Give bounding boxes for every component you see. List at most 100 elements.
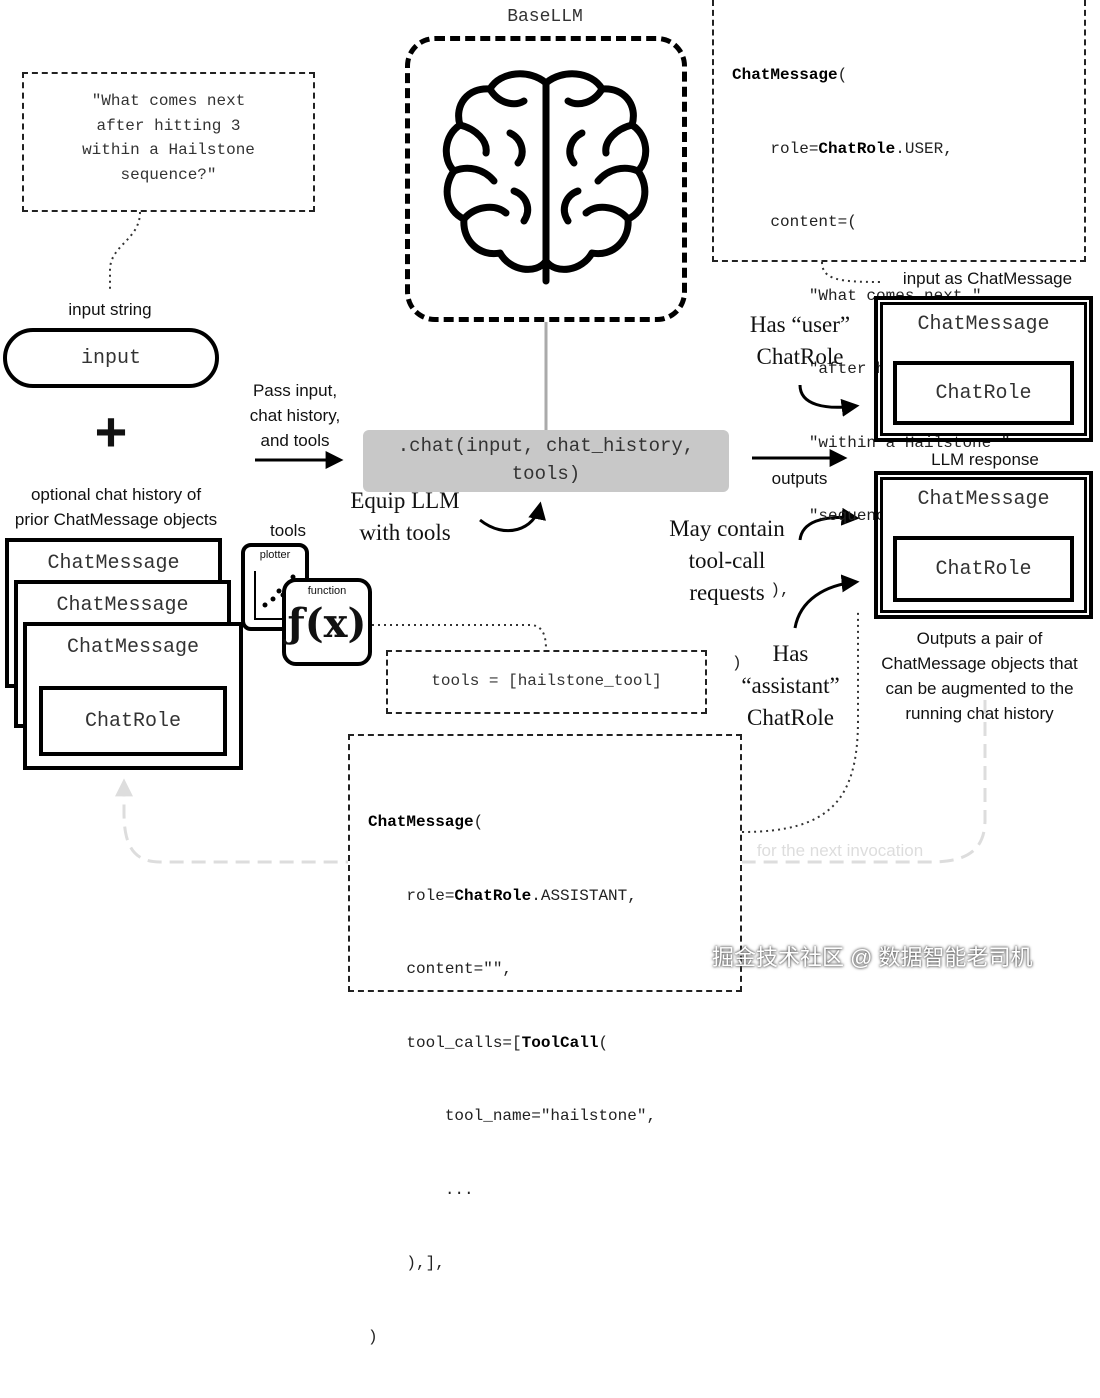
history-message-3: ChatMessage ChatRole (23, 622, 243, 770)
has-user-line: Has “user” (749, 312, 851, 337)
outputs-pair-line: can be augmented to the (885, 679, 1074, 698)
dotted-tools-link (372, 624, 547, 651)
code-line: ) (732, 654, 742, 672)
assistant-message-role: ChatRole (893, 536, 1074, 602)
code-keyword: ChatRole (818, 139, 896, 158)
assistant-message-title: ChatMessage (917, 488, 1050, 511)
plotter-label: plotter (259, 549, 291, 561)
code-text: role= (732, 139, 819, 158)
code-text: ( (837, 66, 848, 84)
code-line: ) (368, 1327, 378, 1346)
may-contain-line: tool-call (688, 548, 766, 573)
tools-label: tools (270, 521, 306, 540)
code-keyword: ChatMessage (732, 66, 838, 84)
outputs-label: outputs (771, 469, 828, 488)
connector-layer (109, 211, 987, 864)
user-message-role: ChatRole (893, 361, 1074, 425)
code-line: role=ChatRole.ASSISTANT, (368, 884, 656, 909)
equip-line: Equip LLM (350, 488, 460, 513)
may-contain-line: May contain (669, 516, 785, 541)
function-label: function (307, 585, 347, 597)
outputs-pair-line: Outputs a pair of (916, 629, 1043, 648)
assistant-message-outer: ChatMessage ChatRole (874, 471, 1093, 619)
chat-call-line: tools) (511, 463, 581, 485)
input-pill: input (3, 328, 219, 388)
code-keyword: ChatMessage (368, 813, 474, 831)
next-invocation-label: for the next invocation (756, 841, 924, 860)
fx-glyph: ƒ(x) (287, 600, 367, 647)
history-message-role: ChatRole (39, 686, 227, 756)
may-contain-arrow (798, 507, 860, 541)
optional-history-label: optional chat history of prior ChatMessa… (0, 482, 232, 532)
code-line: ChatMessage( (368, 810, 656, 835)
dotted-prompt-link (109, 211, 141, 290)
code-line: role=ChatRole.USER, (732, 137, 1010, 162)
code-text: ( (598, 1033, 609, 1052)
has-assistant-note: Has “assistant” ChatRole (728, 638, 853, 734)
code-line: tool_name="hailstone", (368, 1107, 657, 1125)
history-message-title: ChatMessage (56, 594, 189, 617)
pass-input-line: and tools (260, 431, 330, 450)
code-line: "What comes next " (732, 286, 982, 305)
input-as-msg-label: input as ChatMessage (902, 269, 1073, 288)
has-user-note: Has “user” ChatRole (735, 309, 865, 373)
outputs-pair-label: Outputs a pair of ChatMessage objects th… (862, 626, 1097, 726)
equip-line: with tools (359, 520, 451, 545)
user-message-outer: ChatMessage ChatRole (874, 296, 1093, 442)
next-invocation-loop (115, 700, 987, 864)
code-text: .USER, (895, 139, 953, 158)
may-contain-note: May contain tool-call requests (652, 513, 802, 609)
optional-history-line: prior ChatMessage objects (14, 510, 218, 529)
input-pill-label: input (80, 346, 141, 370)
code-line: ),], (368, 1254, 445, 1272)
watermark: 掘金技术社区 @ 数据智能老司机 (712, 945, 1033, 970)
function-icon: function ƒ(x) (282, 578, 372, 666)
user-code-box: ChatMessage( role=ChatRole.USER, content… (712, 0, 1086, 672)
pass-input-line: Pass input, (252, 381, 338, 400)
code-line: ), (732, 580, 790, 599)
input-prompt-box: "What comes next after hitting 3 within … (22, 72, 315, 212)
assistant-code-block: ChatMessage( role=ChatRole.ASSISTANT, co… (368, 761, 656, 1398)
history-message-title: ChatMessage (66, 636, 200, 659)
base-llm-title: BaseLLM (507, 7, 583, 27)
optional-history-line: optional chat history of (30, 485, 202, 504)
code-line: ChatMessage( (732, 63, 1010, 88)
code-keyword: ChatRole (454, 886, 532, 905)
may-contain-line: requests (689, 580, 765, 605)
has-user-arrow (798, 384, 860, 417)
has-assistant-line: Has (772, 641, 809, 666)
code-line: content=( (732, 213, 857, 231)
llm-response-label: LLM response (931, 450, 1039, 469)
has-user-line: ChatRole (756, 344, 844, 369)
code-text: ( (473, 813, 484, 831)
code-text: role= (368, 886, 455, 905)
code-text: .ASSISTANT, (531, 886, 637, 905)
assistant-code-box: ChatMessage( role=ChatRole.ASSISTANT, co… (348, 734, 742, 1346)
brain-icon (442, 70, 650, 285)
user-message-title: ChatMessage (917, 313, 1050, 336)
base-llm-box (405, 36, 687, 322)
outputs-pair-line: ChatMessage objects that (881, 654, 1078, 673)
dotted-assistant-code-link (741, 612, 859, 833)
plus-sign: + (94, 400, 128, 463)
outputs-pair-line: running chat history (905, 704, 1054, 723)
equip-arrow (479, 501, 546, 533)
code-line: ... (368, 1180, 474, 1199)
pass-input-line: chat history, (249, 406, 341, 425)
code-line: content="", (368, 960, 513, 978)
input-prompt-line: "What comes next (91, 92, 246, 110)
input-string-label: input string (68, 300, 152, 319)
assistant-message: ChatMessage ChatRole (880, 477, 1087, 613)
code-keyword: ToolCall (521, 1033, 599, 1052)
pass-input-label: Pass input, chat history, and tools (235, 378, 355, 453)
chat-call-line: .chat(input, chat_history, (397, 435, 695, 457)
input-prompt-text: "What comes next after hitting 3 within … (24, 89, 313, 187)
history-message-title: ChatMessage (47, 552, 180, 575)
equip-label: Equip LLM with tools (330, 485, 480, 549)
tools-list-code: tools = [hailstone_tool] (431, 672, 662, 690)
input-prompt-line: sequence?" (120, 165, 217, 184)
code-text: tool_calls=[ (368, 1033, 522, 1052)
has-assistant-arrow (793, 574, 860, 629)
user-message: ChatMessage ChatRole (880, 302, 1087, 436)
has-assistant-line: “assistant” (741, 673, 840, 698)
